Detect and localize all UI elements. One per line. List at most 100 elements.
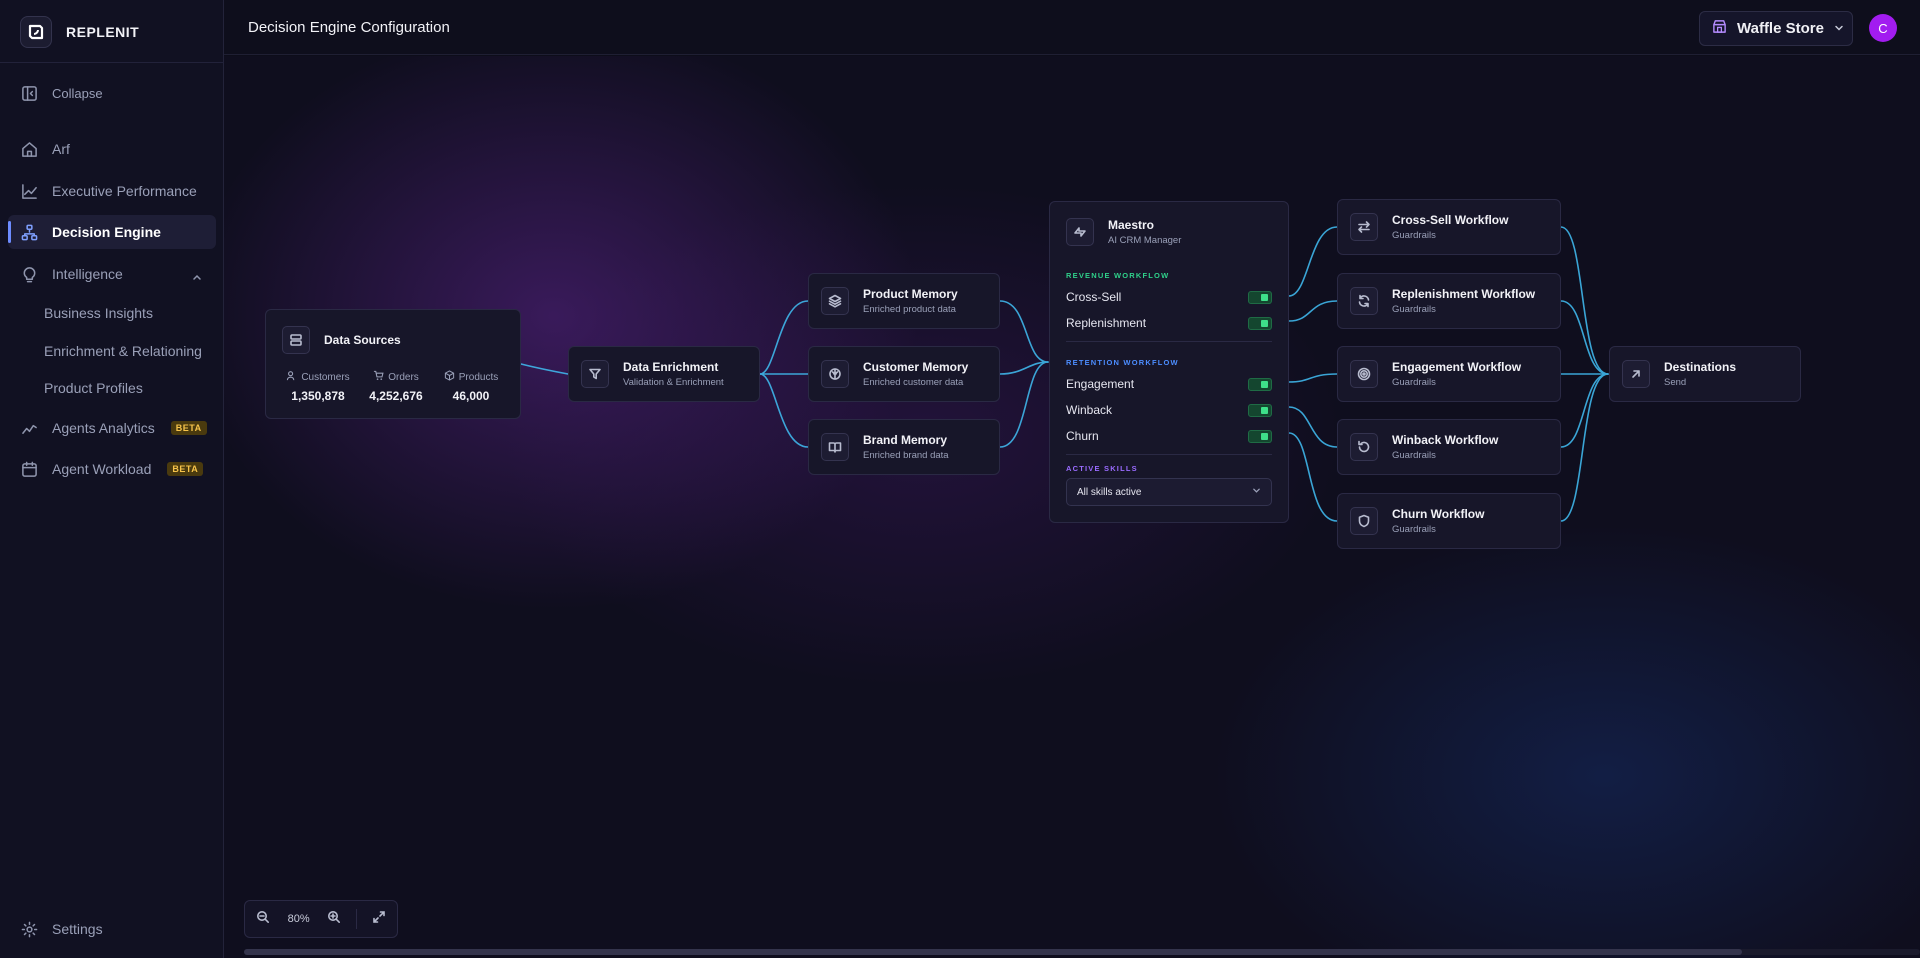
toggle-label: Churn [1066, 429, 1099, 443]
toggle-label: Replenishment [1066, 316, 1147, 330]
sidebar-subitem-product-profiles[interactable]: Product Profiles [44, 380, 143, 396]
collapse-button[interactable]: Collapse [8, 76, 216, 110]
lightbulb-icon [20, 265, 38, 283]
sidebar: REPLENIT Collapse Arf Executive Performa… [0, 0, 224, 958]
sidebar-item-settings[interactable]: Settings [8, 912, 216, 946]
sidebar-item-agents-analytics[interactable]: Agents Analytics BETA [8, 411, 216, 445]
layers-icon [821, 287, 849, 315]
node-subtitle: Guardrails [1392, 230, 1436, 241]
node-title: Engagement Workflow [1392, 360, 1522, 374]
network-icon [20, 223, 38, 241]
sidebar-item-label: Agent Workload [52, 461, 152, 477]
arrow-up-right-icon [1622, 360, 1650, 388]
node-title: Winback Workflow [1392, 433, 1499, 447]
winback-toggle[interactable] [1248, 403, 1272, 417]
home-icon [20, 140, 38, 158]
brand[interactable]: REPLENIT [20, 16, 139, 48]
toggle-label: Engagement [1066, 377, 1135, 391]
chevron-down-icon [1834, 20, 1844, 37]
sidebar-subitem-enrichment-relationing[interactable]: Enrichment & Relationing [44, 343, 202, 359]
section-divider [1066, 341, 1272, 342]
churn-toggle[interactable] [1248, 429, 1272, 443]
stat-value: 46,000 [452, 389, 490, 403]
book-icon [821, 433, 849, 461]
fit-view-button[interactable] [361, 901, 397, 937]
active-skills-label: ACTIVE SKILLS [1066, 464, 1138, 473]
zap-icon [1066, 218, 1094, 246]
filter-icon [581, 360, 609, 388]
sidebar-item-intelligence[interactable]: Intelligence [8, 257, 216, 291]
sidebar-subitem-business-insights[interactable]: Business Insights [44, 305, 153, 321]
sidebar-item-label: Agents Analytics [52, 420, 155, 436]
zoom-divider [356, 909, 358, 929]
node-title: Replenishment Workflow [1392, 287, 1536, 301]
node-subtitle: Enriched product data [863, 304, 956, 315]
revenue-workflow-label: REVENUE WORKFLOW [1066, 271, 1170, 280]
sidebar-item-label: Intelligence [52, 266, 123, 282]
stat-label: Customers [301, 371, 350, 383]
avatar[interactable]: C [1869, 14, 1897, 42]
toggle-row-cross-sell: Cross-Sell [1066, 287, 1272, 307]
brand-name: REPLENIT [66, 24, 140, 40]
sidebar-divider [0, 62, 224, 63]
replenishment-toggle[interactable] [1248, 316, 1272, 330]
users-icon [286, 370, 297, 384]
section-divider [1066, 454, 1272, 455]
node-subtitle: Enriched customer data [863, 377, 964, 388]
package-icon [444, 370, 455, 384]
sidebar-item-agent-workload[interactable]: Agent Workload BETA [8, 452, 216, 486]
cross-sell-toggle[interactable] [1248, 290, 1272, 304]
horizontal-scrollbar[interactable] [244, 949, 1920, 955]
sidebar-item-decision-engine[interactable]: Decision Engine [8, 215, 216, 249]
target-icon [1350, 360, 1378, 388]
zoom-in-icon [327, 910, 341, 929]
cart-icon [373, 370, 384, 384]
stat-value: 1,350,878 [291, 389, 345, 403]
sidebar-item-executive-performance[interactable]: Executive Performance [8, 174, 216, 208]
stat-orders: Orders 4,252,676 [351, 370, 441, 403]
chevron-up-icon[interactable] [192, 269, 202, 285]
store-icon [1712, 19, 1727, 38]
node-title: Destinations [1664, 360, 1737, 374]
stat-value: 4,252,676 [369, 389, 423, 403]
toggle-row-churn: Churn [1066, 426, 1272, 446]
toggle-row-winback: Winback [1066, 400, 1272, 420]
store-selector[interactable]: Waffle Store [1699, 11, 1853, 46]
skills-select[interactable]: All skills active [1066, 478, 1272, 506]
node-subtitle: Validation & Enrichment [623, 377, 724, 388]
zoom-out-button[interactable] [245, 901, 281, 937]
engagement-toggle[interactable] [1248, 377, 1272, 391]
zoom-controls: 80% [244, 900, 398, 938]
rotate-ccw-icon [1350, 433, 1378, 461]
connector-lines [520, 226, 1609, 522]
stat-products: Products 46,000 [426, 370, 516, 403]
sidebar-item-label: Decision Engine [52, 224, 161, 240]
data-sources-card[interactable]: Data Sources Customers 1,350,878 Orders … [265, 309, 521, 419]
flow-canvas[interactable]: Data Sources Customers 1,350,878 Orders … [224, 56, 1920, 958]
sidebar-item-label: Executive Performance [52, 183, 197, 199]
sidebar-item-label: Settings [52, 921, 103, 937]
sidebar-item-arf[interactable]: Arf [8, 132, 216, 166]
zoom-out-icon [256, 910, 270, 929]
top-header: Decision Engine Configuration Waffle Sto… [224, 0, 1920, 55]
sidebar-item-label: Arf [52, 141, 70, 157]
node-subtitle: Guardrails [1392, 524, 1436, 535]
scrollbar-thumb[interactable] [244, 949, 1742, 955]
stat-customers: Customers 1,350,878 [273, 370, 363, 403]
zoom-level: 80% [287, 913, 310, 925]
chart-line-icon [20, 182, 38, 200]
database-icon [282, 326, 310, 354]
replenit-logo-icon [20, 16, 52, 48]
zoom-in-button[interactable] [317, 901, 353, 937]
